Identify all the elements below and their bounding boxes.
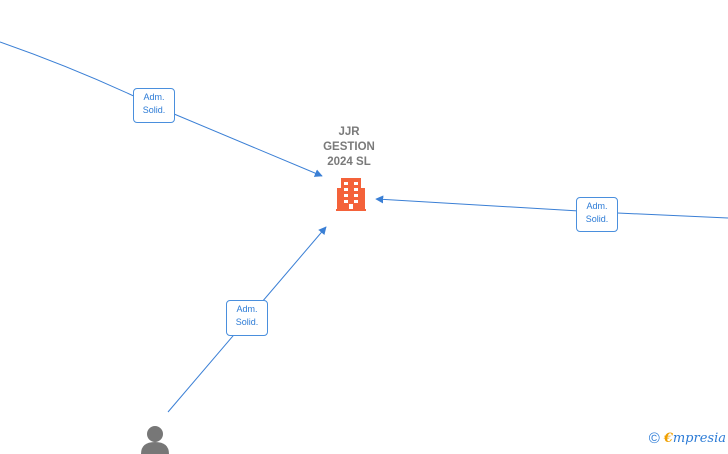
relation-label-line-1: Adm. [231,303,263,316]
building-icon[interactable] [333,176,369,212]
relation-label-person[interactable]: Adm. Solid. [226,300,268,336]
footer-brand[interactable]: © € mpresia [649,430,726,447]
company-name-line-1: JJR [299,125,399,140]
relation-label-line-1: Adm. [138,91,170,104]
edge-right [376,199,728,218]
relation-label-line-1: Adm. [581,200,613,213]
brand-name: mpresia [673,431,726,446]
relation-label-line-2: Solid. [581,213,613,226]
relation-label-right[interactable]: Adm. Solid. [576,197,618,232]
company-name-line-2: GESTION [299,140,399,155]
company-name[interactable]: JJR GESTION 2024 SL [299,125,399,170]
relation-label-line-2: Solid. [138,104,170,117]
company-name-line-3: 2024 SL [299,155,399,170]
brand-initial: € [664,431,673,446]
relation-label-line-2: Solid. [231,316,263,329]
copyright-symbol: © [649,430,660,447]
relation-label-top-left[interactable]: Adm. Solid. [133,88,175,123]
